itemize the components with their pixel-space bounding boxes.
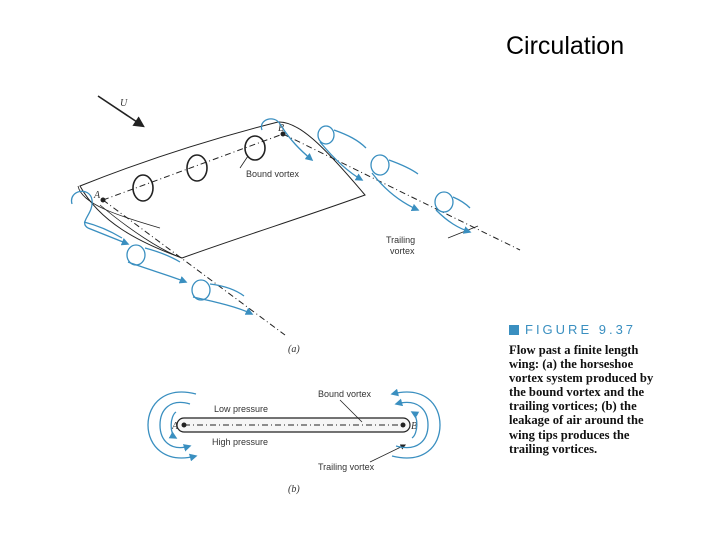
trailing-vortex-leader-b [369,444,407,463]
panel-a-tag: (a) [288,344,300,355]
panel-a: U A B Bound vortex Trailing vortex [70,95,521,355]
freestream-label: U [120,98,128,109]
bound-vortex-ring [132,174,154,202]
point-a-label-b: A [171,421,179,432]
panel-b-tag: (b) [288,484,300,495]
figure-number: FIGURE 9.37 [525,322,637,337]
low-pressure-label: Low pressure [214,404,268,414]
figure-caption-heading: FIGURE 9.37 [509,322,636,337]
point-b-dot-b [400,422,406,428]
point-a-label: A [93,190,101,201]
point-a-dot-b [181,422,187,428]
wing-underside-edge [77,185,161,229]
tip-vortex-right [390,388,441,459]
trailing-vortex-label-b: Trailing vortex [318,462,375,472]
bound-vortex-leader [239,155,249,169]
trailing-vortex-line-right [282,133,521,251]
panel-b: A B Low pressure High pressure Bound vor… [147,388,441,495]
freestream-arrow [97,95,145,128]
bound-vortex-label-b: Bound vortex [318,389,372,399]
bound-vortex-ring [186,154,208,182]
point-b-label: B [278,123,284,134]
wing-outline [79,121,366,259]
bound-vortex-label: Bound vortex [246,169,300,179]
wing-curve-left [99,204,183,259]
figure-caption-body: Flow past a finite length wing: (a) the … [509,343,654,456]
point-b-label-b: B [411,421,417,432]
trailing-vortex-label: vortex [390,246,415,256]
slide-title: Circulation [506,32,625,60]
trailing-vortex-loops-right [260,118,472,234]
trailing-vortex-leader [447,225,479,239]
tip-vortex-left [147,391,198,462]
caption-square-icon [509,325,519,335]
high-pressure-label: High pressure [212,437,268,447]
trailing-vortex-label: Trailing [386,235,415,245]
bound-vortex-leader-b [339,399,363,423]
trailing-vortex-line-left [102,199,286,336]
trailing-vortex-loops-left [70,190,254,315]
bound-vortex-ring [244,135,266,161]
